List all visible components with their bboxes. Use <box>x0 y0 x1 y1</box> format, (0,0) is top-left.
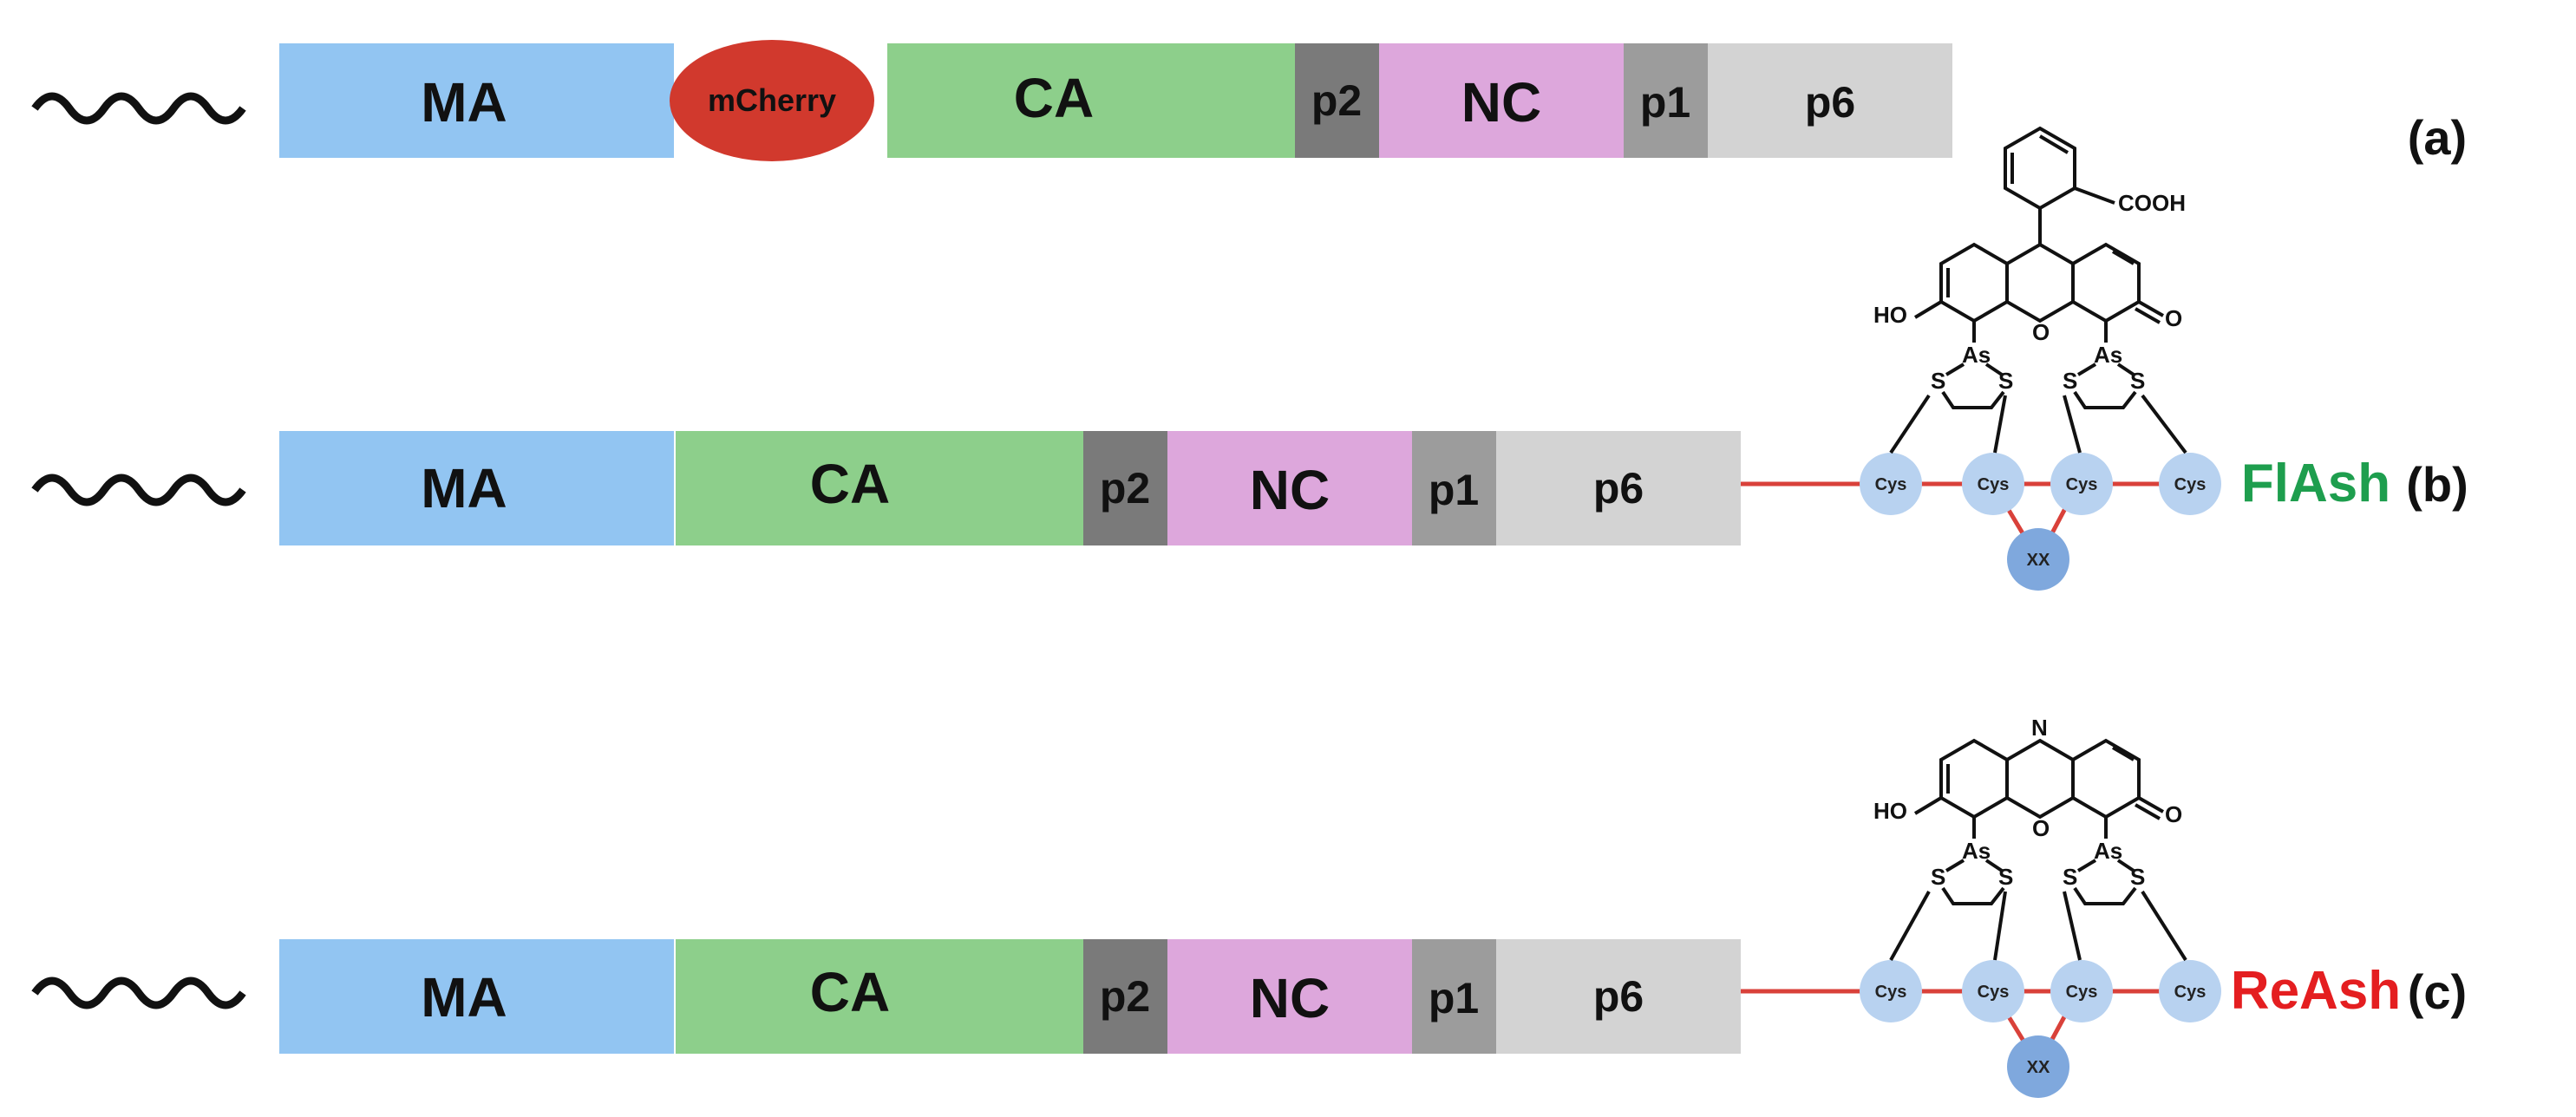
row-c-segment-ma <box>279 939 674 1054</box>
row-c-construct: MA CA p2 NC p1 p6 Cys Cys Cys Cys XX <box>31 715 2467 1098</box>
row-b-dye-name: FlAsh <box>2241 454 2390 513</box>
row-a-tag: (a) <box>2408 110 2467 165</box>
row-c-segment-nc <box>1167 939 1412 1054</box>
row-c-segment-p1-label: p1 <box>1429 974 1479 1022</box>
row-b-cys-bead-1-label: Cys <box>1875 475 1907 494</box>
row-c-segment-p2-label: p2 <box>1100 972 1150 1021</box>
row-a-segment-mcherry-label: mCherry <box>708 82 836 118</box>
row-b-cooh-label: COOH <box>2118 190 2186 216</box>
row-c-ho-label: HO <box>1873 798 1907 824</box>
row-a-segment-p6-label: p6 <box>1805 78 1855 127</box>
row-b-segment-p2 <box>1083 431 1167 545</box>
row-c-cys-bead-1-label: Cys <box>1875 983 1907 1002</box>
row-b-cys-bead-4-label: Cys <box>2174 475 2207 494</box>
row-b-cys-bead-3 <box>2050 453 2113 515</box>
row-c-tetracysteine-tag: Cys Cys Cys Cys XX <box>1741 960 2221 1098</box>
row-c-segment-p2 <box>1083 939 1167 1054</box>
row-c-cys-bead-4 <box>2159 960 2221 1022</box>
row-b-keto-o-label: O <box>2165 305 2182 331</box>
row-c-segment-p6-label: p6 <box>1593 972 1644 1021</box>
row-b-xx-bead <box>2007 528 2069 591</box>
row-a-construct: MA mCherry CA p2 NC p1 p6 (a) <box>31 40 2467 165</box>
row-c-dye-name: ReAsh <box>2231 961 2401 1021</box>
row-b-segment-p2-label: p2 <box>1100 464 1150 513</box>
row-b-as-left-label: As <box>1962 342 1991 368</box>
row-c-s-label: S <box>2130 864 2145 890</box>
row-a-segment-ca <box>887 43 1295 158</box>
row-a-segment-ma <box>279 43 674 158</box>
row-c-cys-bead-1 <box>1860 960 1922 1022</box>
row-a-segment-p1 <box>1624 43 1708 158</box>
row-b-flash-structure: COOH HO O O As As S S S S <box>1873 126 2187 454</box>
row-c-segment-ca <box>676 939 1083 1054</box>
row-b-s-label: S <box>2130 368 2145 394</box>
row-b-segment-ca <box>676 431 1083 545</box>
row-b-segment-ca-label: CA <box>810 453 890 515</box>
row-b-segment-p1-label: p1 <box>1429 466 1479 514</box>
row-c-cys-bead-4-label: Cys <box>2174 983 2207 1002</box>
row-b-segment-nc-label: NC <box>1250 459 1330 521</box>
row-a-myristoyl-tail <box>31 92 246 125</box>
row-b-s-label: S <box>2063 368 2077 394</box>
row-c-s-label: S <box>1998 864 2013 890</box>
row-b-cys-bead-2 <box>1962 453 2024 515</box>
row-c-tag: (c) <box>2408 964 2467 1019</box>
row-b-segment-nc <box>1167 431 1412 545</box>
row-a-segment-ca-label: CA <box>1014 67 1094 129</box>
row-b-ring-o-label: O <box>2032 319 2050 345</box>
row-c-cys-bead-2 <box>1962 960 2024 1022</box>
row-c-segment-nc-label: NC <box>1250 967 1330 1029</box>
row-b-segment-ma <box>279 431 674 545</box>
row-c-s-label: S <box>1931 864 1945 890</box>
row-a-segment-nc <box>1379 43 1624 158</box>
row-b-construct: MA CA p2 NC p1 p6 Cys Cys Cys Cys XX <box>31 126 2468 591</box>
row-b-cys-bead-1 <box>1860 453 1922 515</box>
row-c-segment-p6 <box>1496 939 1741 1054</box>
row-b-cys-bead-3-label: Cys <box>2066 475 2098 494</box>
row-b-tag: (b) <box>2406 457 2468 512</box>
row-c-cys-bead-3-label: Cys <box>2066 983 2098 1002</box>
row-b-myristoyl-tail <box>31 474 246 506</box>
row-c-xx-bead-label: XX <box>2027 1058 2050 1077</box>
row-c-ring-n-label: N <box>2031 715 2048 741</box>
row-a-segment-p1-label: p1 <box>1640 78 1690 127</box>
row-c-segment-ca-label: CA <box>810 961 890 1023</box>
row-c-s-label: S <box>2063 864 2077 890</box>
row-c-xx-bead <box>2007 1035 2069 1098</box>
row-c-keto-o-label: O <box>2165 801 2182 827</box>
row-b-cys-bead-4 <box>2159 453 2221 515</box>
row-a-segment-ma-label: MA <box>421 71 507 134</box>
row-b-segment-p6-label: p6 <box>1593 464 1644 513</box>
row-a-segment-p2-label: p2 <box>1311 76 1362 125</box>
row-c-ring-o-label: O <box>2032 815 2050 841</box>
row-c-cys-bead-3 <box>2050 960 2113 1022</box>
row-c-as-right-label: As <box>2094 838 2122 864</box>
row-c-as-left-label: As <box>1962 838 1991 864</box>
row-b-s-label: S <box>1931 368 1945 394</box>
row-c-myristoyl-tail <box>31 977 246 1009</box>
row-b-segment-p6 <box>1496 431 1741 545</box>
row-c-reash-structure: N HO O O As As S S S S <box>1873 715 2187 962</box>
row-b-segment-p1 <box>1412 431 1496 545</box>
row-a-segment-mcherry <box>670 40 874 161</box>
row-b-xx-bead-label: XX <box>2027 551 2050 570</box>
row-b-s-label: S <box>1998 368 2013 394</box>
row-c-segment-ma-label: MA <box>421 966 507 1029</box>
row-a-segment-p6 <box>1708 43 1952 158</box>
row-a-segment-p2 <box>1295 43 1379 158</box>
row-b-as-right-label: As <box>2094 342 2122 368</box>
row-c-segment-p1 <box>1412 939 1496 1054</box>
row-a-segment-nc-label: NC <box>1461 71 1541 134</box>
row-c-cys-bead-2-label: Cys <box>1978 983 2010 1002</box>
row-b-tetracysteine-tag: Cys Cys Cys Cys XX <box>1741 453 2221 591</box>
row-b-ho-label: HO <box>1873 302 1907 328</box>
row-b-cys-bead-2-label: Cys <box>1978 475 2010 494</box>
row-b-segment-ma-label: MA <box>421 457 507 519</box>
